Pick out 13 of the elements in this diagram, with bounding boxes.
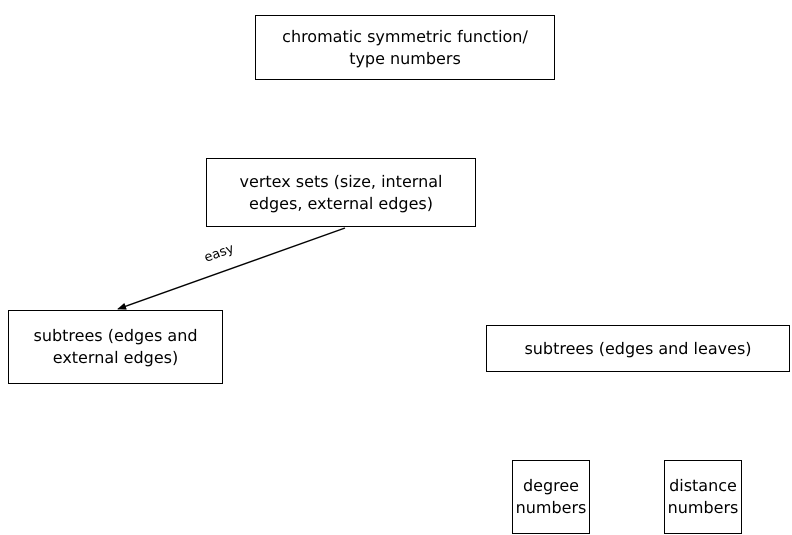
box-label: vertex sets (size, internal edges, external edges) [238, 170, 444, 214]
box-label: subtrees (edges and leaves) [524, 338, 752, 360]
text-box [486, 325, 790, 372]
box-label: distance numbers [668, 475, 738, 519]
arrow [117, 227, 346, 310]
text-box [8, 310, 223, 384]
box-label: degree numbers [516, 475, 586, 519]
text-box [664, 460, 742, 534]
text-box [255, 15, 555, 80]
text-box [206, 158, 476, 227]
text-box [512, 460, 590, 534]
box-label: subtrees (edges and external edges) [32, 325, 198, 369]
box-label: chromatic symmetric function/ type numbers [281, 26, 529, 70]
